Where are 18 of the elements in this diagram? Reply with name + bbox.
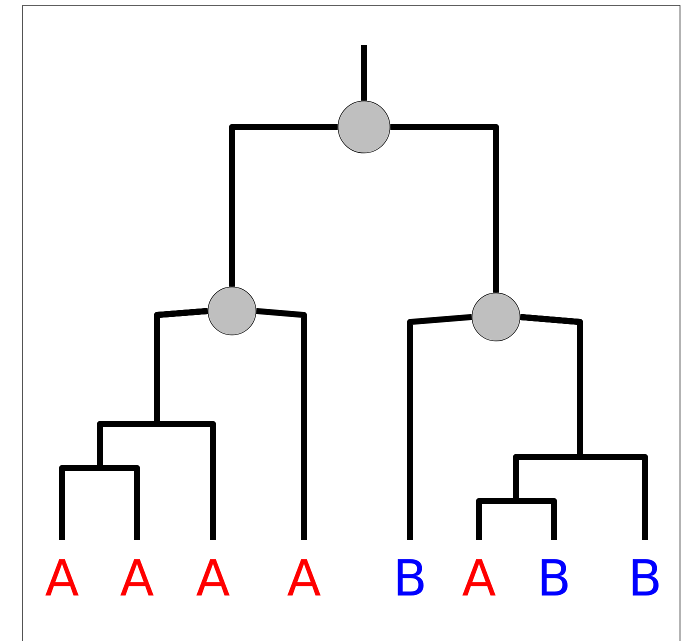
tree-branch — [229, 124, 338, 287]
tree-branch — [256, 308, 307, 540]
leaf-label: A — [287, 559, 321, 596]
tree-branch — [520, 314, 648, 540]
node-circle — [208, 286, 256, 336]
leaf-label: B — [398, 559, 424, 596]
leaf-label: A — [45, 559, 79, 596]
tree-branch — [390, 124, 499, 293]
tree-branch — [154, 308, 216, 540]
tree-branch — [407, 314, 472, 540]
leaf-label: B — [542, 559, 568, 596]
leaf-label: A — [196, 559, 230, 596]
leaf-label: B — [632, 559, 659, 596]
node-circle — [472, 292, 520, 342]
tree-branch — [361, 45, 367, 101]
node-circle — [338, 100, 390, 154]
leaf-label: A — [120, 559, 154, 596]
leaf-label: A — [462, 559, 496, 596]
